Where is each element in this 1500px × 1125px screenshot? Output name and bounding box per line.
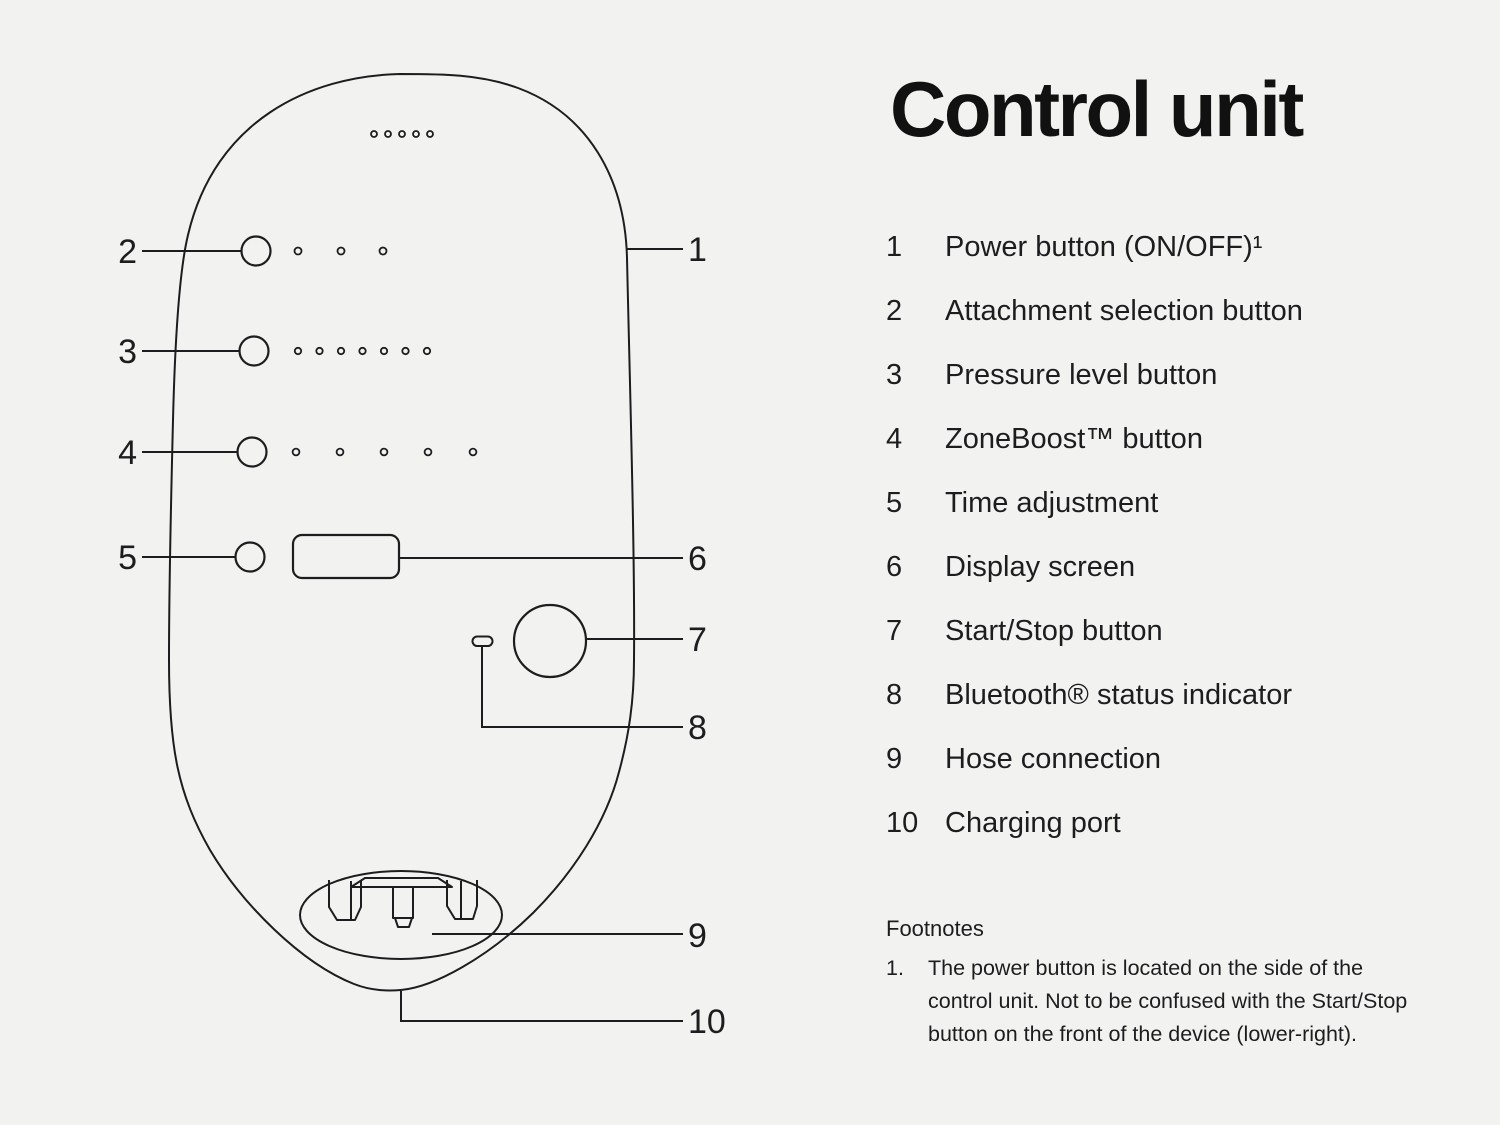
legend-item: 6 Display screen [886, 553, 1446, 582]
footnote-line: button on the front of the device (lower… [928, 1022, 1358, 1046]
legend-item: 1 Power button (ON/OFF)¹ [886, 233, 1446, 262]
callout-line-8 [481, 646, 683, 728]
callout-number-3: 3 [118, 333, 137, 371]
display-screen [291, 533, 401, 580]
legend-item: 9 Hose connection [886, 745, 1446, 774]
legend-item: 4 ZoneBoost™ button [886, 425, 1446, 454]
top-indicator-dots [370, 130, 434, 138]
legend-item-number: 6 [886, 551, 903, 583]
callout-number-8: 8 [688, 709, 707, 747]
legend-item-label: Time adjustment [945, 487, 1159, 519]
control-unit-diagram: 2 3 4 5 1 6 7 8 9 10 [118, 72, 726, 1041]
legend-item-number: 1 [886, 231, 903, 263]
device-outline [167, 72, 636, 992]
callout-number-5: 5 [118, 539, 137, 577]
legend-item-number: 9 [886, 743, 903, 775]
legend-item-number: 3 [886, 359, 903, 391]
callout-number-7: 7 [688, 621, 707, 659]
footnotes-section: Footnotes 1. The power button is located… [886, 918, 1431, 1051]
callout-number-10: 10 [688, 1003, 726, 1041]
legend-item-label: Display screen [945, 551, 1136, 583]
legend-item-label: Attachment selection button [945, 295, 1303, 327]
callout-line-10 [400, 991, 683, 1022]
legend-item: 7 Start/Stop button [886, 617, 1446, 646]
callout-number-9: 9 [688, 917, 707, 955]
footnote-line: The power button is located on the side … [928, 956, 1364, 980]
hose-connector-pins [328, 877, 478, 928]
attachment-indicator-dots [293, 246, 388, 256]
legend-item-label: Power button (ON/OFF)¹ [945, 231, 1263, 263]
hose-connection [299, 870, 503, 960]
legend-item-number: 4 [886, 423, 903, 455]
callout-number-2: 2 [118, 233, 137, 271]
zoneboost-indicator-dots [291, 447, 478, 457]
legend-item-number: 8 [886, 679, 903, 711]
legend-item-label: ZoneBoost™ button [945, 423, 1203, 455]
footnote-marker: 1. [886, 956, 904, 980]
legend-item: 2 Attachment selection button [886, 297, 1446, 326]
legend-item-number: 7 [886, 615, 903, 647]
legend-item: 10 Charging port [886, 809, 1446, 838]
bluetooth-status-indicator [471, 635, 494, 647]
attachment-selection-button [240, 235, 272, 267]
footnote-item: 1. The power button is located on the si… [886, 952, 1431, 1051]
legend-item-label: Charging port [945, 807, 1121, 839]
legend-item-label: Pressure level button [945, 359, 1218, 391]
legend-item-number: 2 [886, 295, 903, 327]
callout-number-4: 4 [118, 434, 137, 472]
legend-item: 5 Time adjustment [886, 489, 1446, 518]
callout-number-6: 6 [688, 540, 707, 578]
legend-item: 8 Bluetooth® status indicator [886, 681, 1446, 710]
legend-item-label: Hose connection [945, 743, 1162, 775]
pressure-indicator-dots [293, 346, 432, 356]
legend-item-number: 10 [886, 807, 919, 839]
footnote-text: The power button is located on the side … [928, 952, 1431, 1051]
legend-item: 3 Pressure level button [886, 361, 1446, 390]
zoneboost-button [236, 436, 268, 468]
page-title: Control unit [890, 65, 1304, 153]
legend-item-number: 5 [886, 487, 903, 519]
start-stop-button [512, 603, 588, 679]
legend-list: 1 Power button (ON/OFF)¹ 2 Attachment se… [886, 233, 1446, 838]
callout-number-1: 1 [688, 231, 707, 269]
time-adjustment-button [234, 541, 266, 573]
footnotes-heading: Footnotes [886, 916, 984, 941]
pressure-level-button [238, 335, 270, 367]
footnote-line: control unit. Not to be confused with th… [928, 989, 1408, 1013]
legend-item-label: Bluetooth® status indicator [945, 679, 1293, 711]
legend-item-label: Start/Stop button [945, 615, 1163, 647]
